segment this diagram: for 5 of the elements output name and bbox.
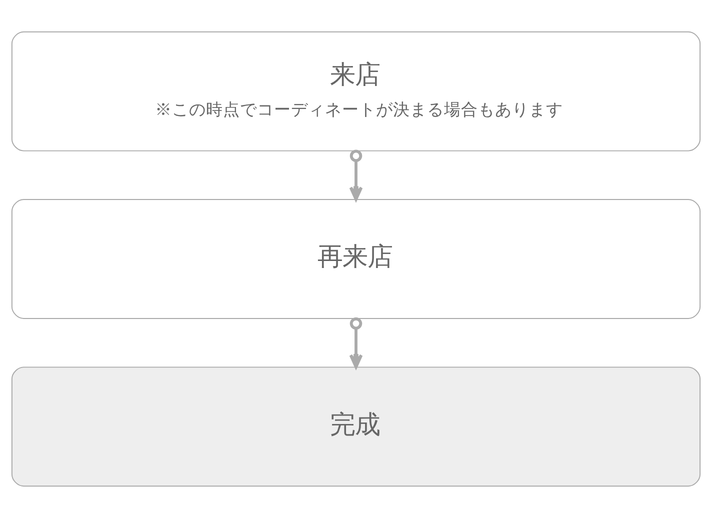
arrow [349,150,363,201]
node-box: 再来店 [11,199,701,319]
arrow [349,317,363,368]
node-box: 完成 [11,366,701,487]
node-box: 来店 ※この時点でコーディネートが決まる場合もあります [11,31,701,152]
